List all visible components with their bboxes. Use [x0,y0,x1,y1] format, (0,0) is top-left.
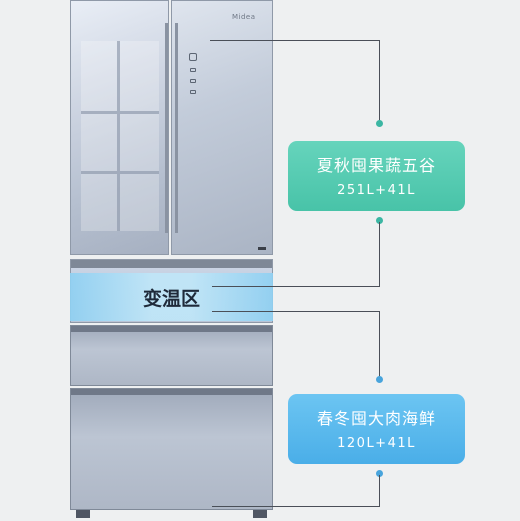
drawer-lip [71,326,272,332]
panel-indicator [190,79,196,83]
lower-zone-card: 春冬囤大肉海鲜 120L+41L [288,394,465,464]
window-reflection [81,41,159,231]
callout-line [379,40,380,122]
panel-icon [189,53,197,61]
callout-line [379,311,380,377]
upper-zone-card: 夏秋囤果蔬五谷 251L+41L [288,141,465,211]
panel-indicator [190,90,196,94]
flex-zone-highlight [70,273,273,321]
upper-zone-title: 夏秋囤果蔬五谷 [316,156,436,175]
callout-line [379,222,380,286]
drawer-lip [71,260,272,268]
flex-zone-label: 变温区 [142,288,200,310]
lower-zone-capacity: 120L+41L [337,436,416,451]
callout-line [379,475,380,507]
callout-dot [376,120,383,127]
callout-line [212,286,380,287]
drawer-lip [71,389,272,395]
control-panel [188,53,200,105]
brand-logo: Midea [232,13,256,21]
right-door-handle [175,23,178,233]
callout-line [212,311,380,312]
callout-dot [376,376,383,383]
callout-line [210,40,380,41]
refrigerator: Midea 变温区 [70,0,273,518]
callout-line [212,506,380,507]
fridge-foot [76,510,90,518]
lower-zone-title: 春冬囤大肉海鲜 [316,409,436,428]
door-badge [258,247,266,250]
upper-zone-capacity: 251L+41L [337,183,416,198]
freezer-drawer-upper [70,325,273,386]
freezer-drawer-lower [70,388,273,510]
left-door [70,0,169,255]
left-door-handle [165,23,168,233]
right-door: Midea [171,0,273,255]
panel-indicator [190,68,196,72]
fridge-foot [253,510,267,518]
callout-dot [376,217,383,224]
callout-dot [376,470,383,477]
